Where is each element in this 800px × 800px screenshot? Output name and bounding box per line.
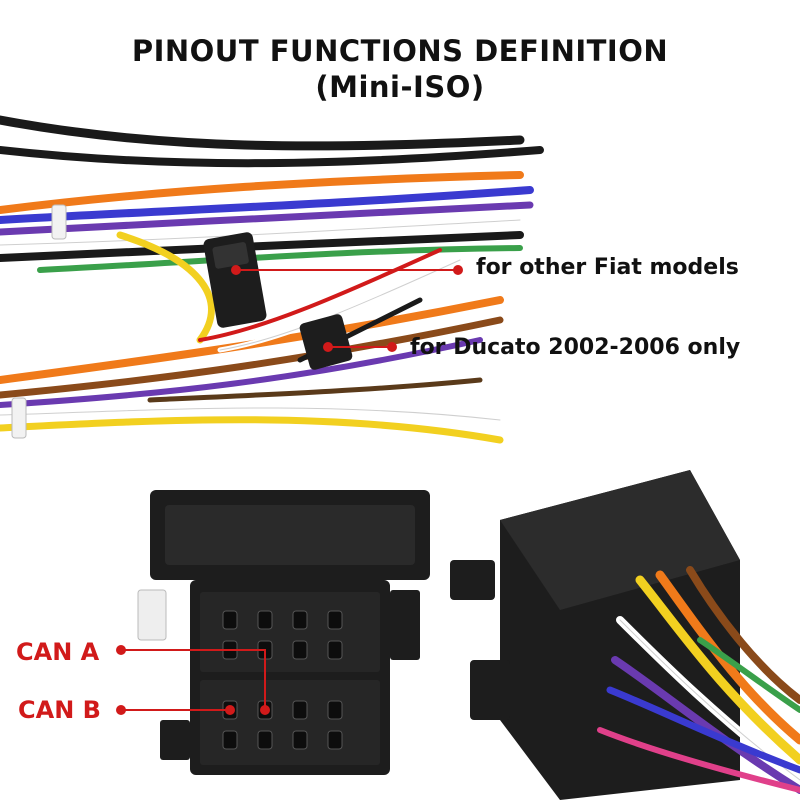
can-leaders: [116, 645, 270, 715]
pin-socket: [327, 730, 343, 750]
iso-connector-front: [137, 490, 430, 775]
pin-socket: [257, 730, 273, 750]
can-b-label: CAN B: [18, 696, 101, 724]
pin-socket: [292, 730, 308, 750]
title-line-1: PINOUT FUNCTIONS DEFINITION: [131, 34, 669, 68]
pin-socket: [292, 610, 308, 630]
pin-socket: [292, 640, 308, 660]
pin-socket: [292, 700, 308, 720]
callout-fiat-models: for other Fiat models: [476, 255, 739, 280]
iso-connector-rear: [450, 470, 800, 800]
callout-ducato: for Ducato 2002-2006 only: [410, 335, 741, 360]
title-line-2: (Mini-ISO): [315, 70, 485, 104]
can-a-label: CAN A: [16, 638, 100, 666]
pin-socket: [327, 610, 343, 630]
pin-socket: [257, 610, 273, 630]
fiat-plug-connector: [203, 232, 267, 328]
ducato-plug-connector: [299, 314, 353, 370]
pin-socket: [222, 610, 238, 630]
wire-harness: [0, 115, 544, 444]
cable-tie: [51, 204, 67, 240]
pin-socket: [327, 700, 343, 720]
pin-socket: [222, 730, 238, 750]
pin-socket: [327, 640, 343, 660]
callout-leaders: [231, 265, 463, 352]
cable-tie: [11, 397, 27, 439]
